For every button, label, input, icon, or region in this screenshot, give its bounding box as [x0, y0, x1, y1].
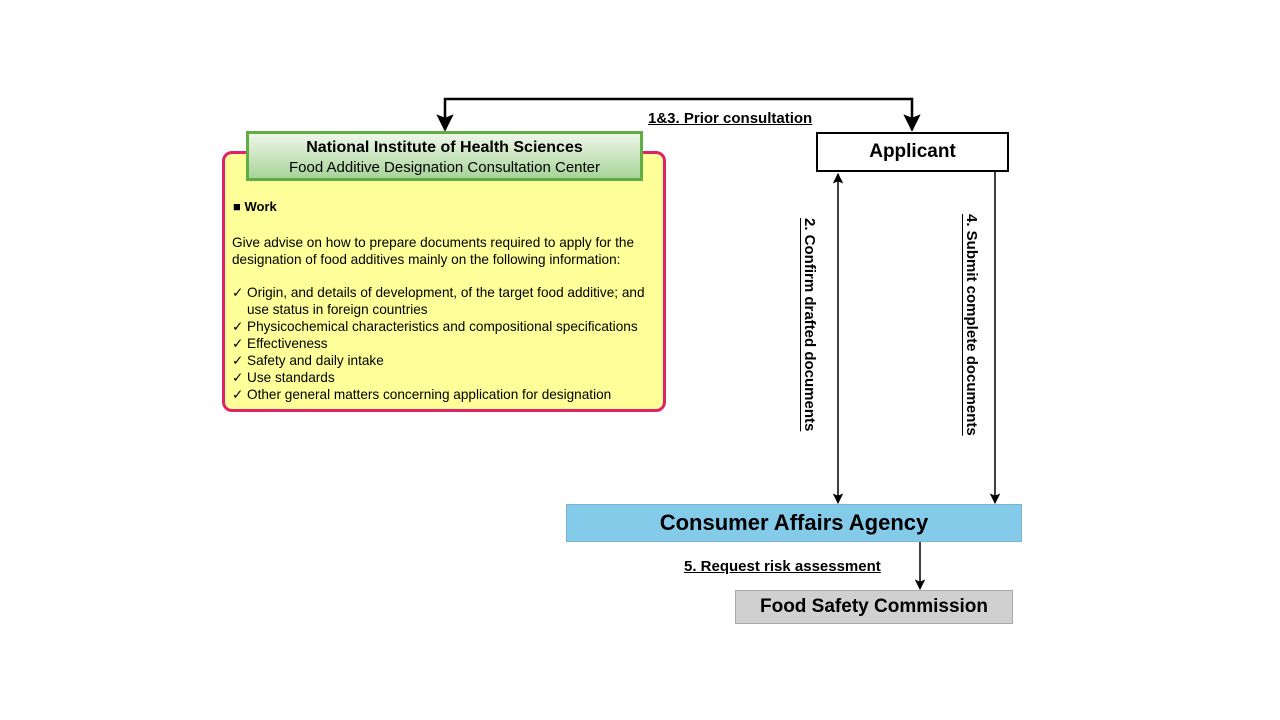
checkmark-icon: ✓: [232, 285, 244, 300]
checkmark-icon: ✓: [232, 319, 244, 334]
applicant-box: Applicant: [816, 132, 1009, 172]
consumer-affairs-agency-box: Consumer Affairs Agency: [566, 504, 1022, 542]
work-heading: ■ Work: [233, 199, 277, 214]
nihs-header: National Institute of Health Sciences Fo…: [246, 131, 643, 181]
confirm-drafted-label: 2. Confirm drafted documents: [801, 218, 818, 432]
work-list-item-text: Origin, and details of development, of t…: [247, 285, 645, 317]
food-safety-commission-box: Food Safety Commission: [735, 590, 1013, 624]
work-list-item: ✓Effectiveness: [232, 335, 662, 352]
request-risk-label: 5. Request risk assessment: [684, 558, 881, 575]
work-list-item-text: Physicochemical characteristics and comp…: [247, 319, 638, 334]
work-list-item: ✓Other general matters concerning applic…: [232, 386, 662, 403]
work-list-item: ✓Physicochemical characteristics and com…: [232, 318, 662, 335]
checkmark-icon: ✓: [232, 336, 244, 351]
prior-consultation-arrow: [436, 97, 921, 132]
prior-consultation-label: 1&3. Prior consultation: [648, 110, 813, 127]
nihs-subtitle: Food Additive Designation Consultation C…: [288, 159, 601, 176]
work-intro: Give advise on how to prepare documents …: [232, 235, 635, 267]
submit-complete-label: 4. Submit complete documents: [963, 214, 980, 436]
work-list-item: ✓Use standards: [232, 369, 662, 386]
work-list-item: ✓Origin, and details of development, of …: [232, 284, 662, 318]
work-list-item-text: Other general matters concerning applica…: [247, 387, 612, 402]
checkmark-icon: ✓: [232, 353, 244, 368]
checkmark-icon: ✓: [232, 387, 244, 402]
work-list-item-text: Safety and daily intake: [247, 353, 384, 368]
work-list-item-text: Use standards: [247, 370, 335, 385]
nihs-title: National Institute of Health Sciences: [306, 139, 583, 156]
checkmark-icon: ✓: [232, 370, 244, 385]
work-list-item-text: Effectiveness: [247, 336, 328, 351]
nihs-work-panel: [222, 151, 666, 412]
work-list: ✓Origin, and details of development, of …: [232, 284, 662, 403]
work-list-item: ✓Safety and daily intake: [232, 352, 662, 369]
